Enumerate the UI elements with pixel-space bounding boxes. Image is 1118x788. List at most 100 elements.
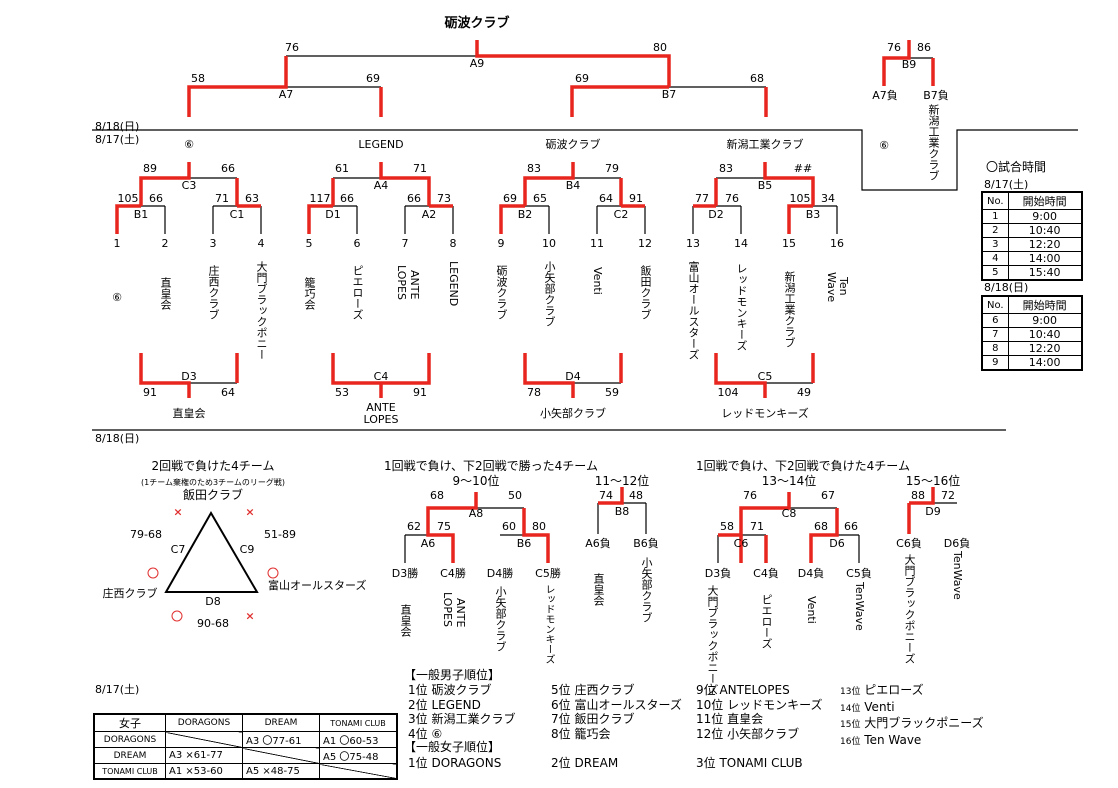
slot-label: D4負 bbox=[797, 567, 825, 580]
lower-winner: 小矢部クラブ bbox=[540, 407, 606, 420]
score: 68 bbox=[814, 520, 828, 533]
score: 79 bbox=[605, 162, 619, 175]
circle-mark bbox=[171, 610, 183, 622]
cross-mark: × bbox=[173, 505, 183, 519]
score: 74 bbox=[599, 489, 613, 502]
circle-mark: ⑥ bbox=[879, 139, 889, 152]
score: 71 bbox=[750, 520, 764, 533]
match-label: A8 bbox=[468, 507, 484, 520]
match-label: C9 bbox=[239, 543, 255, 556]
team-name: 大門ブラックポニーズ bbox=[903, 554, 916, 664]
schedule-date: 8/18(日) bbox=[984, 281, 1029, 294]
score: 72 bbox=[941, 489, 955, 502]
lower-winner: レッドモンキーズ bbox=[721, 407, 809, 420]
score: 71 bbox=[215, 192, 229, 205]
seed-number: 3 bbox=[209, 237, 217, 250]
score: 88 bbox=[911, 489, 925, 502]
score: 59 bbox=[605, 386, 619, 399]
cross-mark: × bbox=[245, 609, 255, 623]
score: 58 bbox=[191, 72, 205, 85]
match-label: D8 bbox=[205, 595, 221, 608]
match-label: C8 bbox=[781, 507, 797, 520]
team-name: LOPES bbox=[441, 592, 454, 627]
match-label: C7 bbox=[170, 543, 186, 556]
circle-mark bbox=[267, 567, 279, 579]
slot-label: A7負 bbox=[872, 89, 898, 102]
team-name: 富山オールスターズ bbox=[268, 579, 367, 592]
seed-number: 4 bbox=[257, 237, 265, 250]
position-label: 9～10位 bbox=[452, 474, 500, 488]
score: 83 bbox=[719, 162, 733, 175]
match-label: D4 bbox=[565, 370, 581, 383]
team-name: 富山オールスターズ bbox=[687, 261, 700, 360]
match-label: C6 bbox=[733, 537, 749, 550]
match-label: B1 bbox=[133, 208, 149, 221]
team-name: 大門ブラックポニー bbox=[255, 261, 268, 360]
team-name: 庄西クラブ bbox=[207, 265, 220, 320]
position-label: 11～12位 bbox=[594, 474, 650, 488]
team-name: 新潟工業クラブ bbox=[783, 271, 796, 348]
slot-label: D3勝 bbox=[391, 567, 419, 580]
match-label: B9 bbox=[901, 58, 917, 71]
position-label: 15～16位 bbox=[905, 474, 961, 488]
schedule-heading: 〇試合時間 bbox=[986, 160, 1047, 174]
score: 89 bbox=[143, 162, 157, 175]
score: 66 bbox=[340, 192, 354, 205]
match-label: D9 bbox=[925, 505, 941, 518]
score: 79-68 bbox=[130, 528, 162, 541]
score: 66 bbox=[407, 192, 421, 205]
women-rank-3: 3位 TONAMI CLUB bbox=[696, 756, 803, 770]
seed-number: 12 bbox=[638, 237, 652, 250]
score: 51-89 bbox=[264, 528, 296, 541]
team-name: ANTE bbox=[408, 270, 421, 300]
score: 80 bbox=[653, 41, 667, 54]
team-name: 飯田クラブ bbox=[182, 488, 244, 502]
match-label: A9 bbox=[469, 57, 485, 70]
women-rank-heading: 【一般女子順位】 bbox=[404, 740, 501, 754]
match-label: D6 bbox=[829, 537, 845, 550]
score: 68 bbox=[750, 72, 764, 85]
score: 66 bbox=[221, 162, 235, 175]
score: 69 bbox=[366, 72, 380, 85]
match-label: C2 bbox=[613, 208, 629, 221]
seed-number: 5 bbox=[305, 237, 313, 250]
score: 71 bbox=[413, 162, 427, 175]
score: 69 bbox=[503, 192, 517, 205]
team-name: LOPES bbox=[395, 265, 408, 300]
team-name: 小矢部クラブ bbox=[494, 586, 507, 652]
match-label: A6 bbox=[420, 537, 436, 550]
cross-mark: × bbox=[245, 505, 255, 519]
match-label: D1 bbox=[325, 208, 341, 221]
team-name: 直皇会 bbox=[592, 573, 605, 606]
match-label: B4 bbox=[565, 179, 581, 192]
team-name: 籠巧会 bbox=[303, 277, 316, 310]
score: 80 bbox=[532, 520, 546, 533]
score: 69 bbox=[575, 72, 589, 85]
match-label: A7 bbox=[278, 88, 294, 101]
team-name: Wave bbox=[825, 272, 838, 303]
team-name: TenWave bbox=[853, 582, 866, 631]
slot-label: C6負 bbox=[896, 537, 922, 550]
seed-number: 1 bbox=[113, 237, 121, 250]
match-label: A4 bbox=[373, 179, 389, 192]
score: 68 bbox=[430, 489, 444, 502]
position-label: 13～14位 bbox=[761, 474, 817, 488]
date-818-lower: 8/18(日) bbox=[95, 432, 140, 445]
seed-number: 10 bbox=[542, 237, 556, 250]
score: 76 bbox=[725, 192, 739, 205]
score: 61 bbox=[335, 162, 349, 175]
match-label: B5 bbox=[757, 179, 773, 192]
team-name: LEGEND bbox=[447, 261, 460, 307]
score: 67 bbox=[821, 489, 835, 502]
date-817-women: 8/17(土) bbox=[95, 683, 140, 696]
score: 58 bbox=[720, 520, 734, 533]
league-heading: 2回戦で負けた4チーム bbox=[151, 459, 275, 473]
tournament-title: 砺波クラブ bbox=[444, 16, 510, 31]
team-name: ピエローズ bbox=[760, 594, 773, 649]
date-817: 8/17(土) bbox=[95, 133, 140, 146]
slot-label: C4勝 bbox=[440, 567, 466, 580]
seed-number: 16 bbox=[830, 237, 844, 250]
match-label: C5 bbox=[757, 370, 773, 383]
